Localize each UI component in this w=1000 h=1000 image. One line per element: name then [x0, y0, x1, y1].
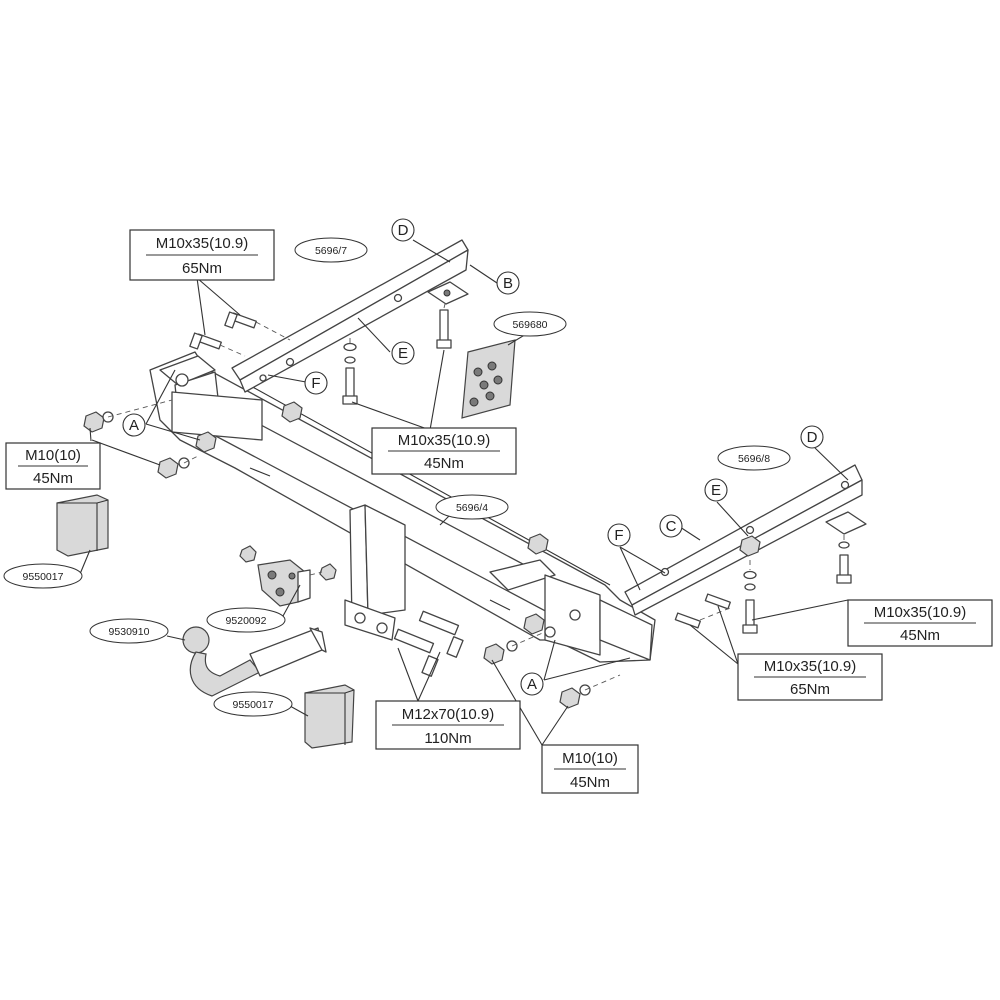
part-code-label: 5696/7 — [315, 245, 347, 257]
part-code-ecu-bottom: 9550017 — [213, 691, 293, 717]
callout-e-right: E — [704, 478, 728, 502]
callout-e-left: E — [391, 341, 415, 365]
callout-c: C — [659, 514, 683, 538]
center-hitch-bracket — [344, 504, 406, 641]
spec-box-center: M10x35(10.9) 45Nm — [371, 427, 517, 475]
callout-d-left: D — [391, 218, 415, 242]
part-code-label: 9550017 — [23, 571, 64, 583]
spec-box-top-left: M10x35(10.9) 65Nm — [129, 229, 275, 281]
callout-a-left: A — [122, 413, 146, 437]
ecu-box-left — [56, 494, 109, 557]
svg-text:A: A — [129, 417, 139, 434]
plate-kit — [461, 339, 516, 419]
crossbar — [149, 351, 656, 663]
part-code-socket-plate: 9520092 — [206, 607, 286, 633]
spec-size: M10x35(10.9) — [156, 235, 249, 252]
spec-torque: 45Nm — [570, 774, 610, 791]
callout-f-right: F — [607, 523, 631, 547]
left-bracket — [231, 239, 469, 393]
callout-f-left: F — [304, 371, 328, 395]
part-code-left-bracket: 5696/7 — [294, 237, 368, 263]
ecu-box-bottom — [304, 684, 355, 749]
tow-ball — [182, 626, 327, 697]
spec-box-right-lower: M10x35(10.9) 65Nm — [737, 653, 883, 701]
spec-box-center-big: M12x70(10.9) 110Nm — [375, 700, 521, 750]
spec-box-bottom-nut: M10(10) 45Nm — [541, 744, 639, 794]
spec-size: M10(10) — [562, 750, 618, 767]
callout-b: B — [496, 271, 520, 295]
part-code-label: 9530910 — [109, 626, 150, 638]
spec-torque: 65Nm — [182, 260, 222, 277]
svg-text:F: F — [614, 527, 623, 544]
spec-size: M10x35(10.9) — [874, 604, 967, 621]
spec-torque: 110Nm — [424, 730, 471, 747]
part-code-crossbar: 5696/4 — [435, 494, 509, 520]
spec-box-left-nut: M10(10) 45Nm — [5, 442, 101, 490]
spec-size: M10x35(10.9) — [764, 658, 857, 675]
spec-size: M10x35(10.9) — [398, 432, 491, 449]
svg-text:E: E — [398, 345, 408, 362]
svg-text:F: F — [311, 375, 320, 392]
part-code-label: 569680 — [512, 319, 547, 331]
fasteners — [83, 309, 852, 709]
part-code-label: 5696/8 — [738, 453, 770, 465]
svg-text:B: B — [503, 275, 513, 292]
svg-text:D: D — [398, 222, 409, 239]
spec-box-right-upper: M10x35(10.9) 45Nm — [847, 599, 993, 647]
spec-torque: 45Nm — [900, 627, 940, 644]
spec-torque: 45Nm — [33, 470, 73, 487]
callout-a-bottom: A — [520, 672, 544, 696]
spacer-plate-right — [825, 511, 867, 535]
part-code-ecu-left: 9550017 — [3, 563, 83, 589]
spec-torque: 65Nm — [790, 681, 830, 698]
part-code-tow-ball: 9530910 — [89, 618, 169, 644]
part-code-right-bracket: 5696/8 — [717, 445, 791, 471]
spacer-plate-hole — [443, 289, 451, 297]
svg-text:E: E — [711, 482, 721, 499]
part-code-label: 5696/4 — [456, 502, 488, 514]
svg-text:C: C — [666, 518, 677, 535]
part-code-label: 9520092 — [226, 615, 267, 627]
spec-size: M10(10) — [25, 447, 81, 464]
svg-text:A: A — [527, 676, 537, 693]
svg-text:D: D — [807, 429, 818, 446]
assembly-guides — [107, 299, 845, 691]
leader-lines — [79, 239, 849, 746]
callout-d-right: D — [800, 425, 824, 449]
spec-size: M12x70(10.9) — [402, 706, 495, 723]
part-code-plate-kit: 569680 — [493, 311, 567, 337]
part-code-label: 9550017 — [233, 699, 274, 711]
spec-torque: 45Nm — [424, 455, 464, 472]
socket-plate — [257, 559, 311, 607]
